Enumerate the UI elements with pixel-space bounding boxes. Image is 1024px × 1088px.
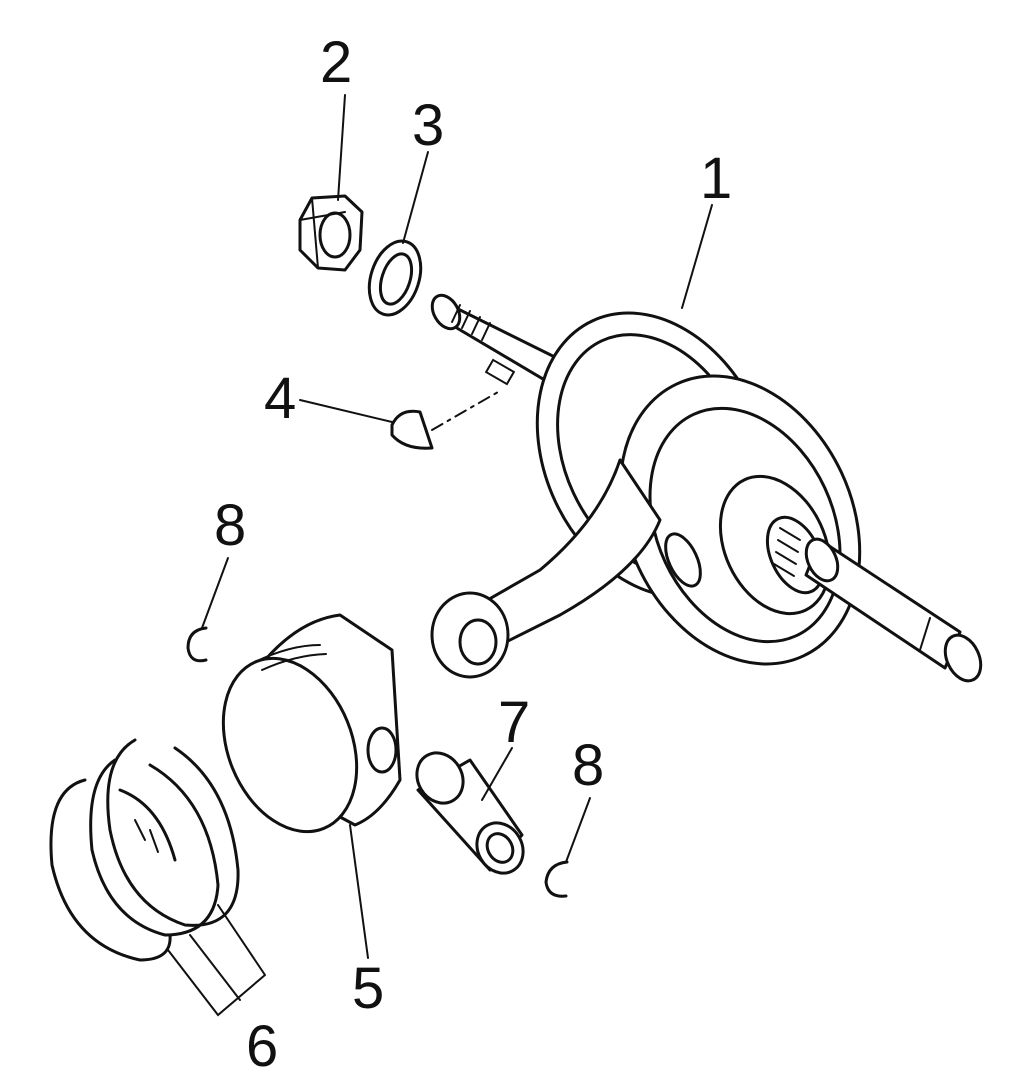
callout-4: 4 <box>264 366 296 431</box>
callout-2: 2 <box>320 30 352 95</box>
callout-3: 3 <box>412 93 444 158</box>
callout-5: 5 <box>352 956 384 1021</box>
washer <box>367 239 423 317</box>
callout-6: 6 <box>246 1014 278 1079</box>
nut <box>298 194 364 272</box>
piston <box>221 613 402 834</box>
crankshaft <box>430 293 983 683</box>
circlip-left <box>186 626 208 663</box>
leader-lines <box>167 94 713 1017</box>
piston-rings <box>49 738 240 962</box>
callout-7: 7 <box>498 690 530 755</box>
callout-1: 1 <box>700 146 732 211</box>
piston-pin <box>415 751 525 875</box>
callout-8-left: 8 <box>214 493 246 558</box>
circlip-right <box>544 860 569 898</box>
callout-8-right: 8 <box>572 733 604 798</box>
woodruff-key <box>390 391 499 450</box>
